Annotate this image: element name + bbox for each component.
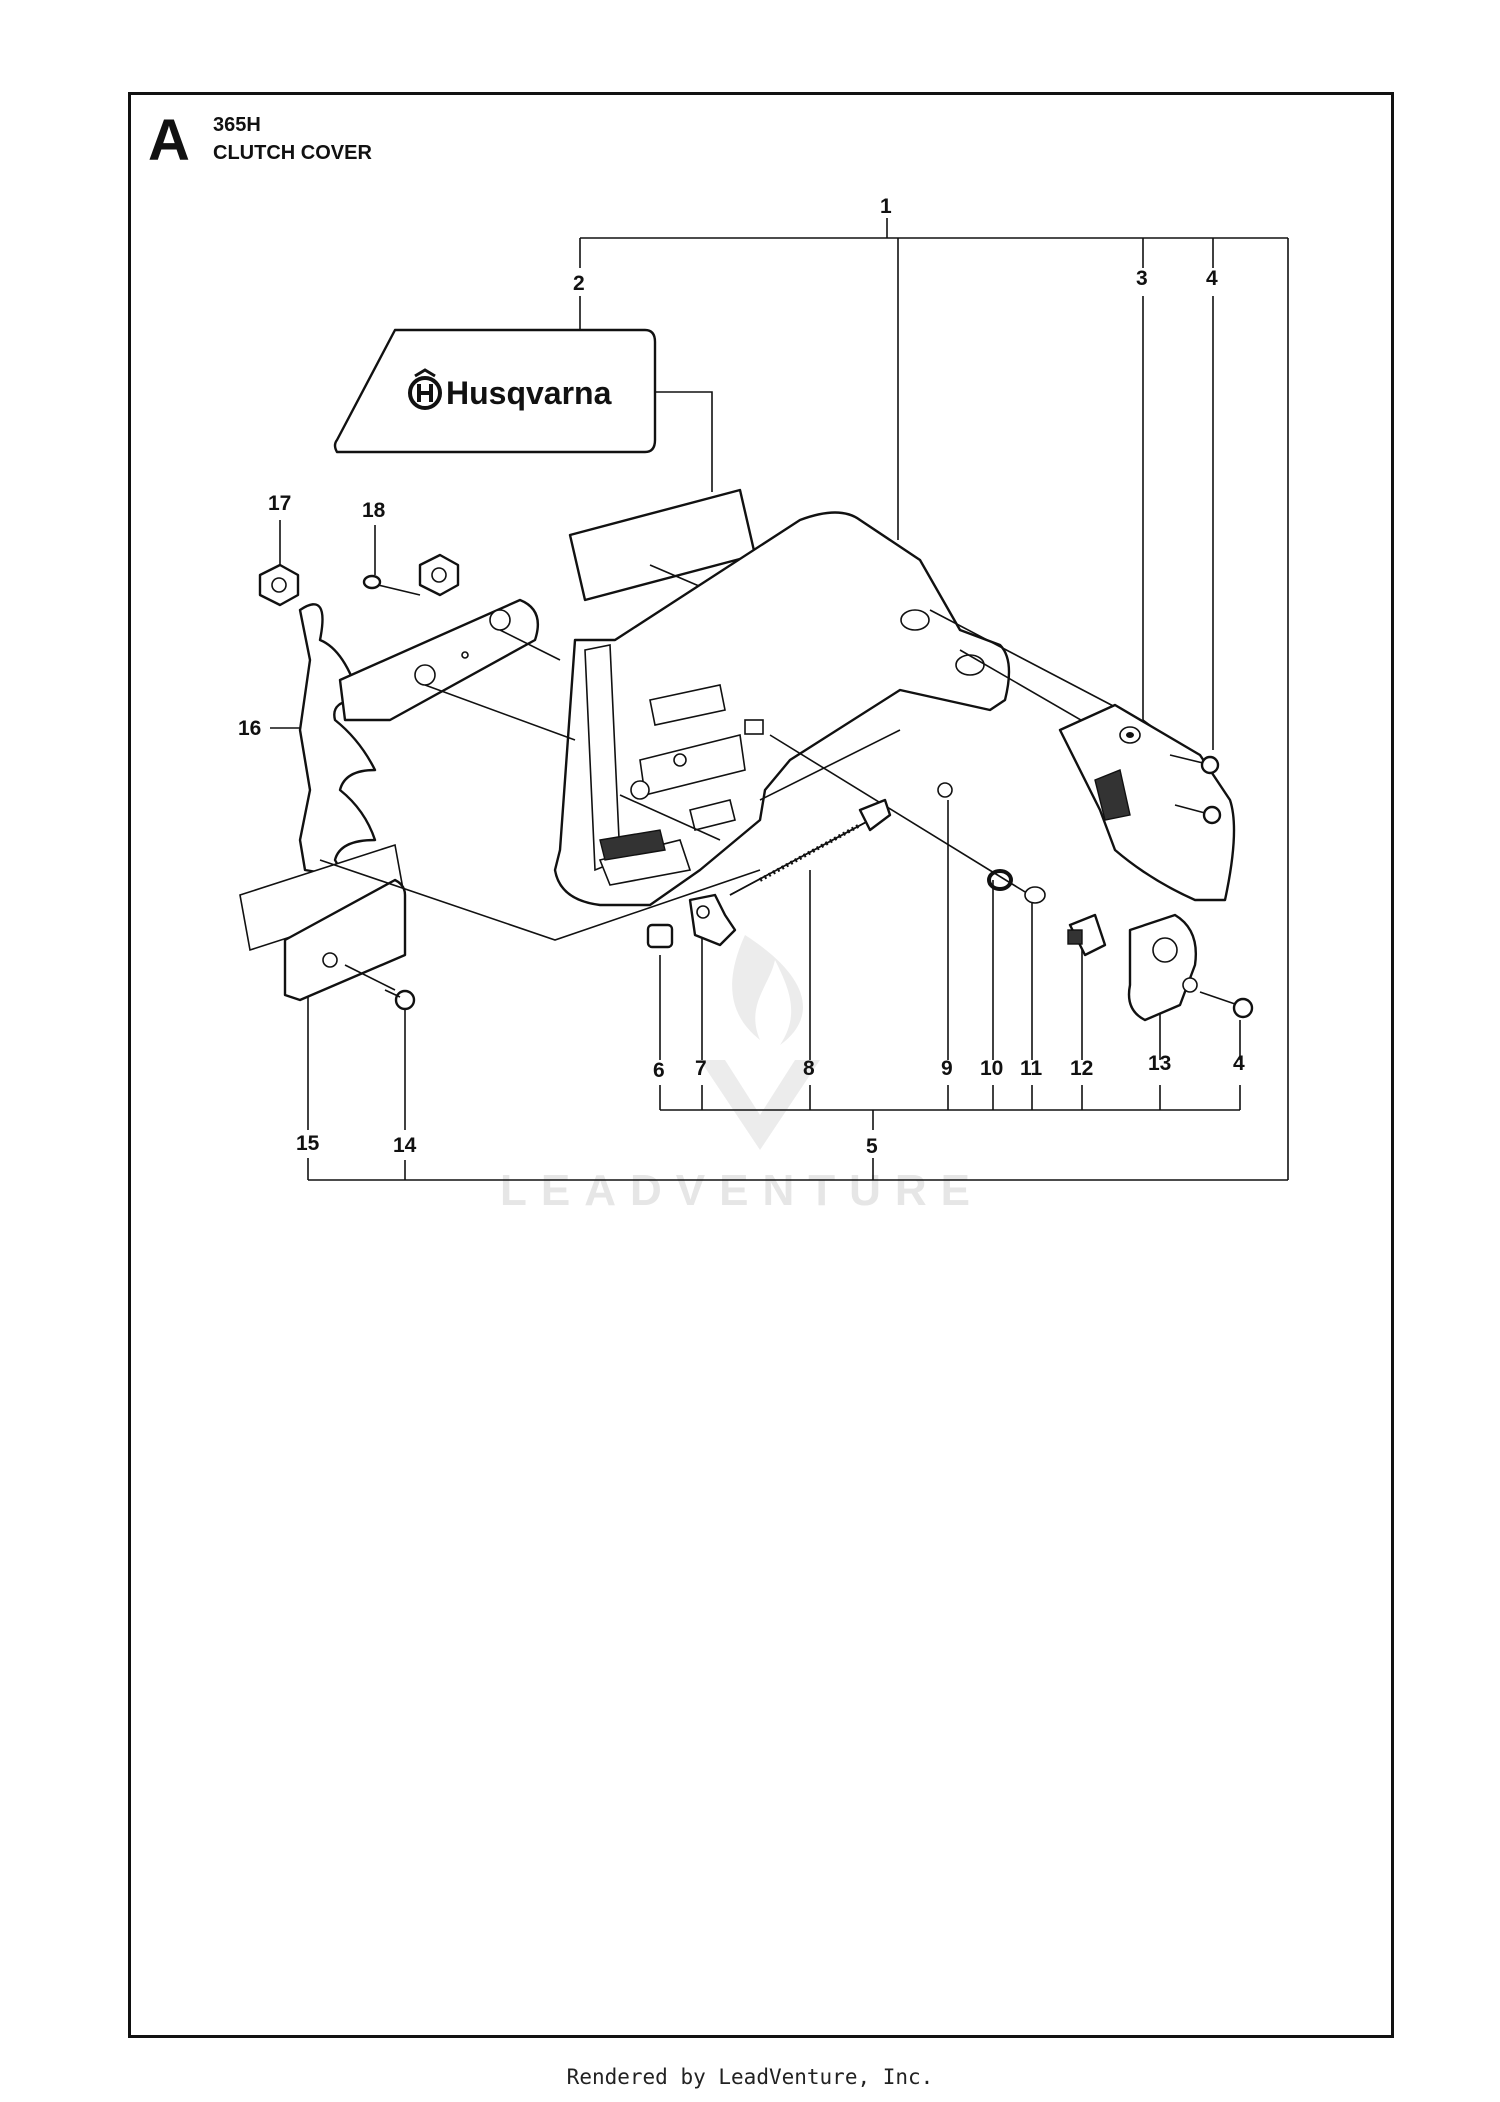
tensioner-nut-6 bbox=[646, 923, 674, 949]
nut-17 bbox=[258, 563, 300, 607]
husqvarna-decal: Husqvarna bbox=[333, 328, 713, 492]
callout-4-top: 4 bbox=[1206, 267, 1218, 290]
callout-7: 7 bbox=[695, 1057, 707, 1080]
bracket-lines bbox=[270, 218, 1289, 1181]
callout-6: 6 bbox=[653, 1059, 665, 1082]
o-ring-10 bbox=[987, 869, 1013, 891]
bar-guard-3 bbox=[1058, 703, 1236, 902]
callout-9: 9 bbox=[941, 1057, 953, 1080]
callout-labels: 1 2 3 4 4 5 6 7 8 9 10 11 12 13 14 15 16… bbox=[238, 195, 1245, 1158]
callout-12: 12 bbox=[1070, 1057, 1093, 1080]
callout-5: 5 bbox=[866, 1135, 878, 1158]
nut-extra bbox=[418, 553, 460, 597]
callout-18: 18 bbox=[362, 499, 386, 522]
section-title: CLUTCH COVER bbox=[213, 142, 372, 164]
callout-11: 11 bbox=[1020, 1057, 1043, 1080]
callout-13: 13 bbox=[1148, 1052, 1171, 1075]
washer-11 bbox=[1024, 886, 1046, 904]
decal-brand-text: Husqvarna bbox=[446, 375, 612, 411]
callout-1: 1 bbox=[880, 195, 892, 218]
screw-4-lower bbox=[1199, 991, 1254, 1019]
callout-3: 3 bbox=[1136, 267, 1148, 290]
sprocket-12 bbox=[1067, 913, 1107, 957]
tensioner-block-7 bbox=[688, 893, 737, 947]
screw-14 bbox=[384, 989, 416, 1011]
watermark-logo bbox=[700, 935, 820, 1150]
clutch-cover-body bbox=[553, 511, 1011, 907]
callout-8: 8 bbox=[803, 1057, 815, 1080]
callout-2: 2 bbox=[573, 272, 585, 295]
model-code: 365H bbox=[213, 114, 261, 136]
screw-18 bbox=[362, 574, 421, 596]
side-plate-13 bbox=[1127, 913, 1198, 1022]
diagram-frame bbox=[128, 92, 1394, 2038]
callout-15: 15 bbox=[296, 1132, 320, 1155]
adjusting-screw-8 bbox=[729, 798, 892, 896]
screw-4-upper-a bbox=[1169, 754, 1220, 775]
chain-guide-plate bbox=[239, 843, 407, 1002]
watermark-text: LEADVENTURE bbox=[500, 1166, 984, 1215]
bumper-spike bbox=[298, 598, 576, 882]
screw-4-upper-b bbox=[1174, 804, 1222, 825]
callout-4-bottom: 4 bbox=[1233, 1052, 1245, 1075]
footer-credit: Rendered by LeadVenture, Inc. bbox=[566, 2065, 934, 2089]
section-letter: A bbox=[148, 108, 190, 173]
callout-17: 17 bbox=[268, 492, 291, 515]
callout-16: 16 bbox=[238, 717, 261, 740]
callout-10: 10 bbox=[980, 1057, 1003, 1080]
callout-14: 14 bbox=[393, 1134, 417, 1157]
washer-9 bbox=[937, 782, 953, 798]
husqvarna-logo-icon bbox=[408, 368, 442, 410]
